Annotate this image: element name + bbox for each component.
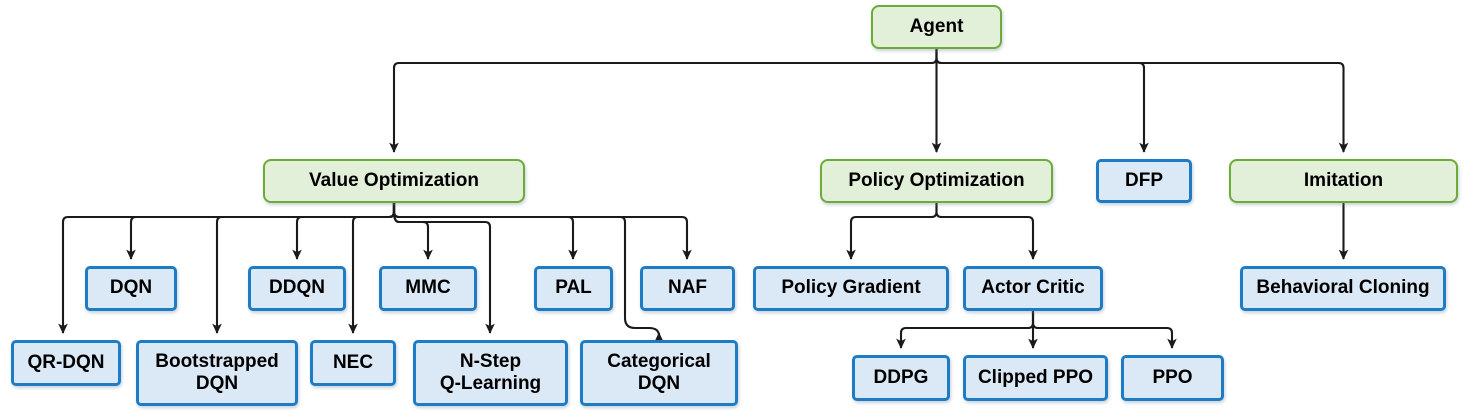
node-label-clipped-ppo: Clipped PPO	[977, 366, 1094, 388]
node-qr-dqn[interactable]: QR-DQN	[11, 340, 121, 386]
node-mmc[interactable]: MMC	[379, 266, 477, 311]
node-policy-optimization[interactable]: Policy Optimization	[820, 159, 1053, 203]
node-label-dqn: DQN	[109, 277, 153, 299]
node-label-dfp: DFP	[1125, 169, 1163, 191]
edge-policy-optimization-to-actor-critic	[935, 203, 1038, 260]
node-label-naf: NAF	[667, 277, 708, 299]
node-actor-critic[interactable]: Actor Critic	[963, 266, 1103, 311]
node-label-qr-dqn: QR-DQN	[27, 351, 105, 373]
node-bootstrapped-dqn[interactable]: Bootstrapped DQN	[136, 340, 298, 406]
node-dqn[interactable]: DQN	[85, 266, 177, 311]
node-label-pal: PAL	[555, 277, 592, 299]
node-label-categorical-dqn: Categorical DQN	[607, 350, 711, 394]
node-naf[interactable]: NAF	[640, 266, 735, 311]
edge-actor-critic-to-ppo	[1031, 311, 1177, 349]
node-label-behavioral-cloning: Behavioral Cloning	[1256, 277, 1430, 299]
node-n-step-q-learning[interactable]: N-Step Q-Learning	[413, 340, 568, 406]
node-label-imitation: Imitation	[1303, 169, 1384, 191]
node-ddqn[interactable]: DDQN	[248, 266, 346, 311]
node-label-nec: NEC	[332, 351, 374, 373]
node-label-policy-optimization: Policy Optimization	[848, 169, 1025, 191]
node-dfp[interactable]: DFP	[1096, 159, 1192, 203]
edge-agent-to-dfp	[935, 49, 1149, 153]
node-label-ddpg: DDPG	[873, 366, 929, 388]
edge-agent-to-value-optimization	[389, 49, 938, 153]
node-categorical-dqn[interactable]: Categorical DQN	[580, 340, 738, 406]
node-label-value-optimization: Value Optimization	[309, 169, 479, 191]
edge-agent-to-imitation	[935, 49, 1349, 153]
node-label-bootstrapped-dqn: Bootstrapped DQN	[155, 350, 279, 394]
node-policy-gradient[interactable]: Policy Gradient	[753, 266, 949, 311]
node-imitation[interactable]: Imitation	[1229, 159, 1458, 203]
node-label-agent: Agent	[909, 15, 964, 37]
node-pal[interactable]: PAL	[534, 266, 613, 311]
node-label-n-step-q-learning: N-Step Q-Learning	[439, 350, 542, 394]
edge-value-optimization-to-naf	[392, 203, 692, 260]
node-label-ppo: PPO	[1152, 366, 1193, 388]
edge-value-optimization-to-dqn	[126, 203, 396, 260]
node-clipped-ppo[interactable]: Clipped PPO	[963, 355, 1108, 401]
node-label-ddqn: DDQN	[269, 277, 325, 299]
edge-value-optimization-to-pal	[392, 203, 578, 260]
node-label-policy-gradient: Policy Gradient	[781, 277, 921, 299]
node-ddpg[interactable]: DDPG	[852, 355, 950, 401]
node-behavioral-cloning[interactable]: Behavioral Cloning	[1240, 266, 1446, 311]
node-agent[interactable]: Agent	[871, 5, 1002, 49]
edge-policy-optimization-to-policy-gradient	[846, 203, 938, 260]
edge-value-optimization-to-mmc	[392, 203, 433, 260]
node-value-optimization[interactable]: Value Optimization	[263, 159, 525, 203]
node-nec[interactable]: NEC	[310, 340, 396, 386]
node-label-mmc: MMC	[405, 277, 451, 299]
edge-actor-critic-to-ddpg	[896, 311, 1035, 349]
node-label-actor-critic: Actor Critic	[981, 277, 1085, 299]
edge-value-optimization-to-ddqn	[292, 203, 396, 260]
node-ppo[interactable]: PPO	[1121, 355, 1224, 401]
